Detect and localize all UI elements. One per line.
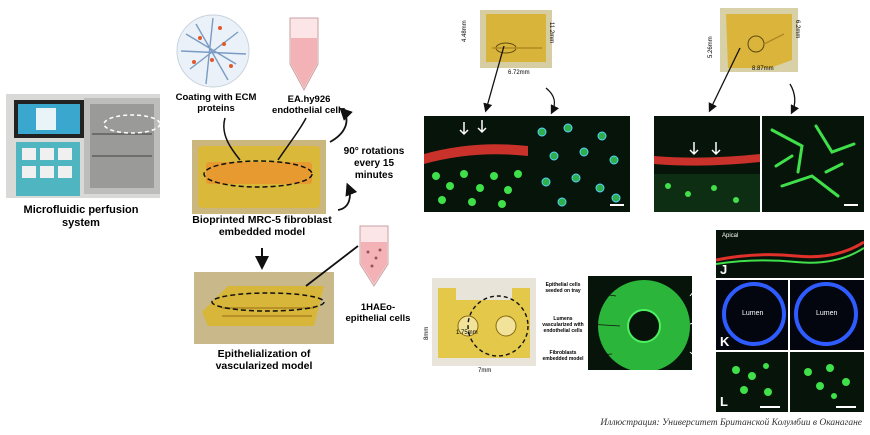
panel-l-right [790, 352, 864, 412]
bioprinted-label: Bioprinted MRC-5 fibroblast embedded mod… [192, 214, 332, 238]
panel-k-letter: K [720, 334, 730, 349]
fluorescence-panel-b1 [654, 116, 760, 212]
fibroblasts-label: Fibroblasts embedded model [542, 350, 584, 362]
scaffold-b-photo [720, 8, 798, 72]
scaffold-a-photo [480, 10, 552, 68]
panel-k-left [716, 280, 788, 350]
rotation-label: 90° rotations every 15 minutes [343, 146, 405, 181]
panel-j [715, 230, 865, 278]
perfusion-label: Microfluidic perfusion system [23, 204, 139, 229]
fluorescence-panel-b2 [762, 116, 864, 212]
bioprinted-model-photo [192, 140, 326, 214]
cross-section-fluorescence [588, 276, 692, 372]
lumens-label: Lumens vascularized with endothelial cel… [542, 316, 584, 334]
epithelialization-label: Epithelialization of vascularized model [215, 348, 313, 372]
endothelial-tube [284, 16, 324, 92]
dim-c-width: 7mm [478, 368, 492, 374]
dim-a-width: 6.72mm [508, 70, 530, 76]
haeo-label: 1HAEo- epithelial cells [345, 302, 411, 324]
epithelial-tray-label: Epithelial cells seeded on tray [545, 282, 581, 294]
dim-b-width: 8.87mm [752, 66, 774, 72]
perfusion-system-photo [6, 94, 160, 198]
fluorescence-panel-a1 [424, 116, 528, 212]
vascularized-model-photo [194, 272, 334, 344]
coating-label: Coating with ECM proteins [175, 92, 257, 114]
lumen-label-left: Lumen [742, 310, 764, 317]
panel-l-letter: L [720, 394, 728, 409]
apical-label: Apical [722, 233, 739, 239]
panel-j-letter: J [720, 262, 728, 277]
lumen-label-right: Lumen [816, 310, 838, 317]
image-credit: Иллюстрация: Университет Британской Колу… [600, 418, 862, 428]
epithelial-tube [354, 224, 394, 288]
ea-cells-label: EA.hy926 endothelial cells [272, 94, 346, 116]
panel-k-right [790, 280, 864, 350]
fluorescence-panel-a2 [528, 116, 630, 212]
ecm-protein-circle [176, 14, 250, 88]
panel-l-left [716, 352, 788, 412]
dim-c-hole: 1.75mm [456, 330, 478, 336]
tray-model-photo [432, 278, 536, 366]
